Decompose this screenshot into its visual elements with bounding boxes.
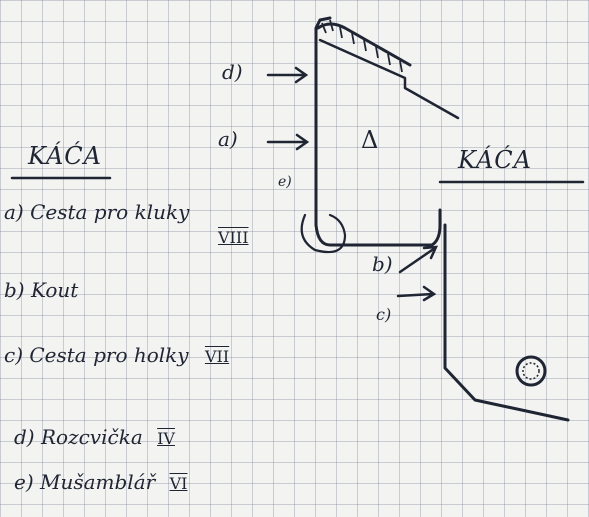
legend-item-d: d) Rozcvička IV	[14, 425, 175, 449]
arrow-icon	[266, 66, 309, 84]
legend-item-e: e) Mušamblář VI	[14, 470, 187, 494]
legend-text: c) Cesta pro holky	[4, 343, 189, 367]
arrow-icon	[398, 245, 439, 274]
arrow-icon	[266, 133, 310, 151]
legend-text: e) Mušamblář	[14, 470, 156, 494]
label-c: c)	[376, 305, 392, 324]
floor-connection	[314, 208, 442, 247]
legend-roman: VI	[169, 474, 188, 493]
triangle-symbol: Δ	[361, 126, 379, 154]
label-d: d)	[222, 60, 243, 84]
legend-roman: VII	[204, 347, 230, 366]
label-a: a)	[218, 127, 238, 151]
title-right: KÁĆA	[458, 146, 532, 174]
title-left: KÁĆA	[28, 142, 102, 170]
circle-symbol-icon	[515, 355, 547, 387]
legend-roman: VIII	[218, 228, 249, 247]
corner-curl	[300, 213, 347, 254]
legend-item-b: b) Kout	[4, 278, 78, 302]
legend-text: d) Rozcvička	[14, 425, 143, 449]
legend-text: b) Kout	[4, 278, 79, 302]
label-b: b)	[372, 252, 393, 276]
left-wall	[314, 16, 332, 227]
legend-roman: IV	[157, 429, 175, 448]
right-wall	[443, 223, 570, 422]
hatched-slope-icon	[316, 22, 412, 67]
legend-item-c: c) Cesta pro holky VII	[4, 343, 229, 367]
arrow-icon	[396, 285, 437, 302]
legend-text: a) Cesta pro kluky	[4, 200, 190, 224]
legend-item-a: a) Cesta pro kluky VIII	[4, 200, 249, 247]
label-e: e)	[278, 174, 292, 190]
slope-inner-line	[318, 38, 460, 120]
